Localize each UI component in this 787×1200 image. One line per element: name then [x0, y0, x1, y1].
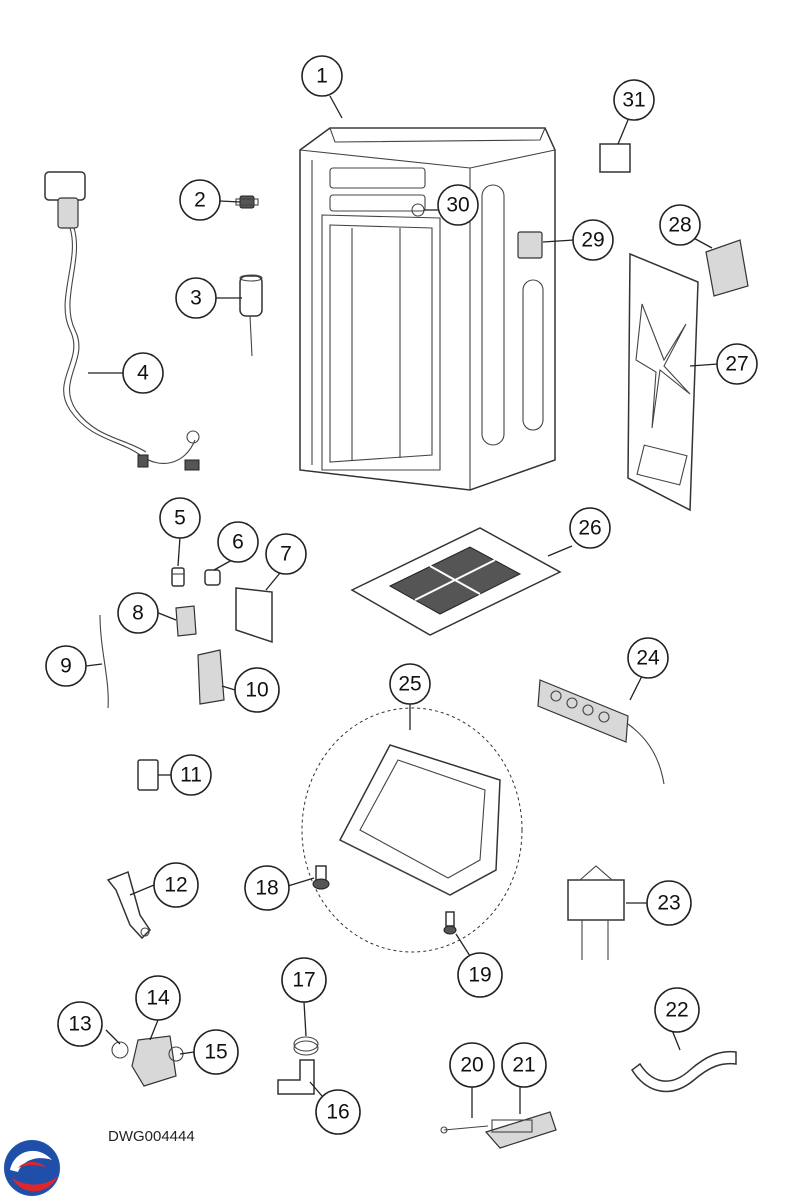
- callout-23: 23: [646, 880, 692, 926]
- callout-15: 15: [193, 1029, 239, 1075]
- part-17-clamp: [293, 1036, 319, 1056]
- svg-text:12: 12: [164, 874, 187, 897]
- callout-26: 26: [569, 507, 611, 549]
- callout-25: 25: [389, 663, 431, 705]
- svg-text:2: 2: [194, 189, 206, 212]
- svg-text:22: 22: [665, 999, 688, 1022]
- callout-5: 5: [159, 497, 201, 539]
- svg-text:6: 6: [232, 531, 244, 554]
- callout-28: 28: [659, 204, 701, 246]
- part-8-bracket: [175, 605, 197, 637]
- drawing-code: DWG004444: [108, 1128, 195, 1145]
- part-4-power-cord: [44, 171, 200, 471]
- part-25-base: [301, 707, 523, 953]
- part-5-screw: [171, 567, 185, 587]
- svg-text:23: 23: [657, 892, 680, 915]
- part-19-foot: [443, 911, 457, 935]
- svg-text:26: 26: [578, 517, 601, 540]
- leader-lines: [85, 95, 719, 1118]
- svg-text:30: 30: [446, 194, 469, 217]
- part-12-hinge: [106, 870, 151, 940]
- part-7-pad: [235, 587, 273, 644]
- svg-text:13: 13: [68, 1013, 91, 1036]
- svg-text:4: 4: [137, 362, 149, 385]
- callout-16: 16: [315, 1089, 361, 1135]
- svg-text:19: 19: [468, 964, 491, 987]
- part-18-foot: [312, 865, 330, 890]
- part-28-pad: [705, 239, 749, 297]
- svg-text:11: 11: [180, 764, 202, 787]
- svg-text:25: 25: [398, 673, 421, 696]
- svg-text:7: 7: [280, 543, 292, 566]
- callout-12: 12: [153, 862, 199, 908]
- svg-text:29: 29: [581, 229, 604, 252]
- callout-22: 22: [654, 987, 700, 1033]
- callout-17: 17: [281, 957, 327, 1003]
- callout-21: 21: [501, 1042, 547, 1088]
- part-11-label: [137, 759, 159, 791]
- part-16-hose-elbow: [277, 1059, 315, 1095]
- part-22-drain-hose: [630, 1050, 737, 1093]
- svg-text:16: 16: [326, 1101, 349, 1124]
- callout-19: 19: [457, 952, 503, 998]
- part-3-capacitor: [239, 274, 263, 357]
- part-31-label: [599, 143, 631, 173]
- callout-13: 13: [57, 1001, 103, 1047]
- svg-text:21: 21: [512, 1054, 535, 1077]
- callout-18: 18: [244, 865, 290, 911]
- callout-14: 14: [135, 975, 181, 1021]
- part-21-latch: [484, 1111, 557, 1149]
- part-26-tray: [350, 527, 562, 636]
- svg-text:15: 15: [204, 1041, 227, 1064]
- callout-7: 7: [265, 533, 307, 575]
- callout-10: 10: [234, 667, 280, 713]
- part-9-wire: [99, 614, 109, 709]
- callout-4: 4: [122, 352, 164, 394]
- svg-text:5: 5: [174, 507, 186, 530]
- callout-3: 3: [175, 277, 217, 319]
- part-20-pin: [440, 1125, 489, 1134]
- svg-text:24: 24: [636, 647, 660, 670]
- brand-logo: [4, 1140, 60, 1196]
- part-6-nut: [204, 569, 221, 586]
- callout-24: 24: [627, 637, 669, 679]
- callout-11: 11: [170, 754, 212, 796]
- callout-1: 1: [301, 55, 343, 97]
- svg-text:3: 3: [190, 287, 202, 310]
- callout-31: 31: [613, 79, 655, 121]
- callout-27: 27: [716, 343, 758, 385]
- callout-20: 20: [449, 1042, 495, 1088]
- part-cabinet: [299, 127, 556, 491]
- callout-29: 29: [572, 219, 614, 261]
- part-27-panel: [627, 252, 699, 512]
- svg-text:28: 28: [668, 214, 691, 237]
- part-13-clamp: [111, 1041, 129, 1059]
- callout-6: 6: [217, 521, 259, 563]
- svg-text:1: 1: [316, 65, 328, 88]
- svg-text:17: 17: [292, 969, 315, 992]
- callout-9: 9: [45, 645, 87, 687]
- svg-text:8: 8: [132, 602, 144, 625]
- callout-30: 30: [437, 184, 479, 226]
- part-24-control-board: [537, 679, 665, 785]
- svg-text:18: 18: [255, 877, 278, 900]
- svg-text:27: 27: [725, 353, 748, 376]
- callout-2: 2: [179, 179, 221, 221]
- svg-text:31: 31: [622, 89, 645, 112]
- callout-8: 8: [117, 592, 159, 634]
- part-14-valve: [131, 1035, 177, 1087]
- svg-text:10: 10: [245, 679, 268, 702]
- part-23-motor: [567, 865, 625, 960]
- part-10-bracket: [197, 649, 225, 705]
- svg-text:14: 14: [146, 987, 170, 1010]
- svg-text:9: 9: [60, 655, 72, 678]
- svg-text:20: 20: [460, 1054, 483, 1077]
